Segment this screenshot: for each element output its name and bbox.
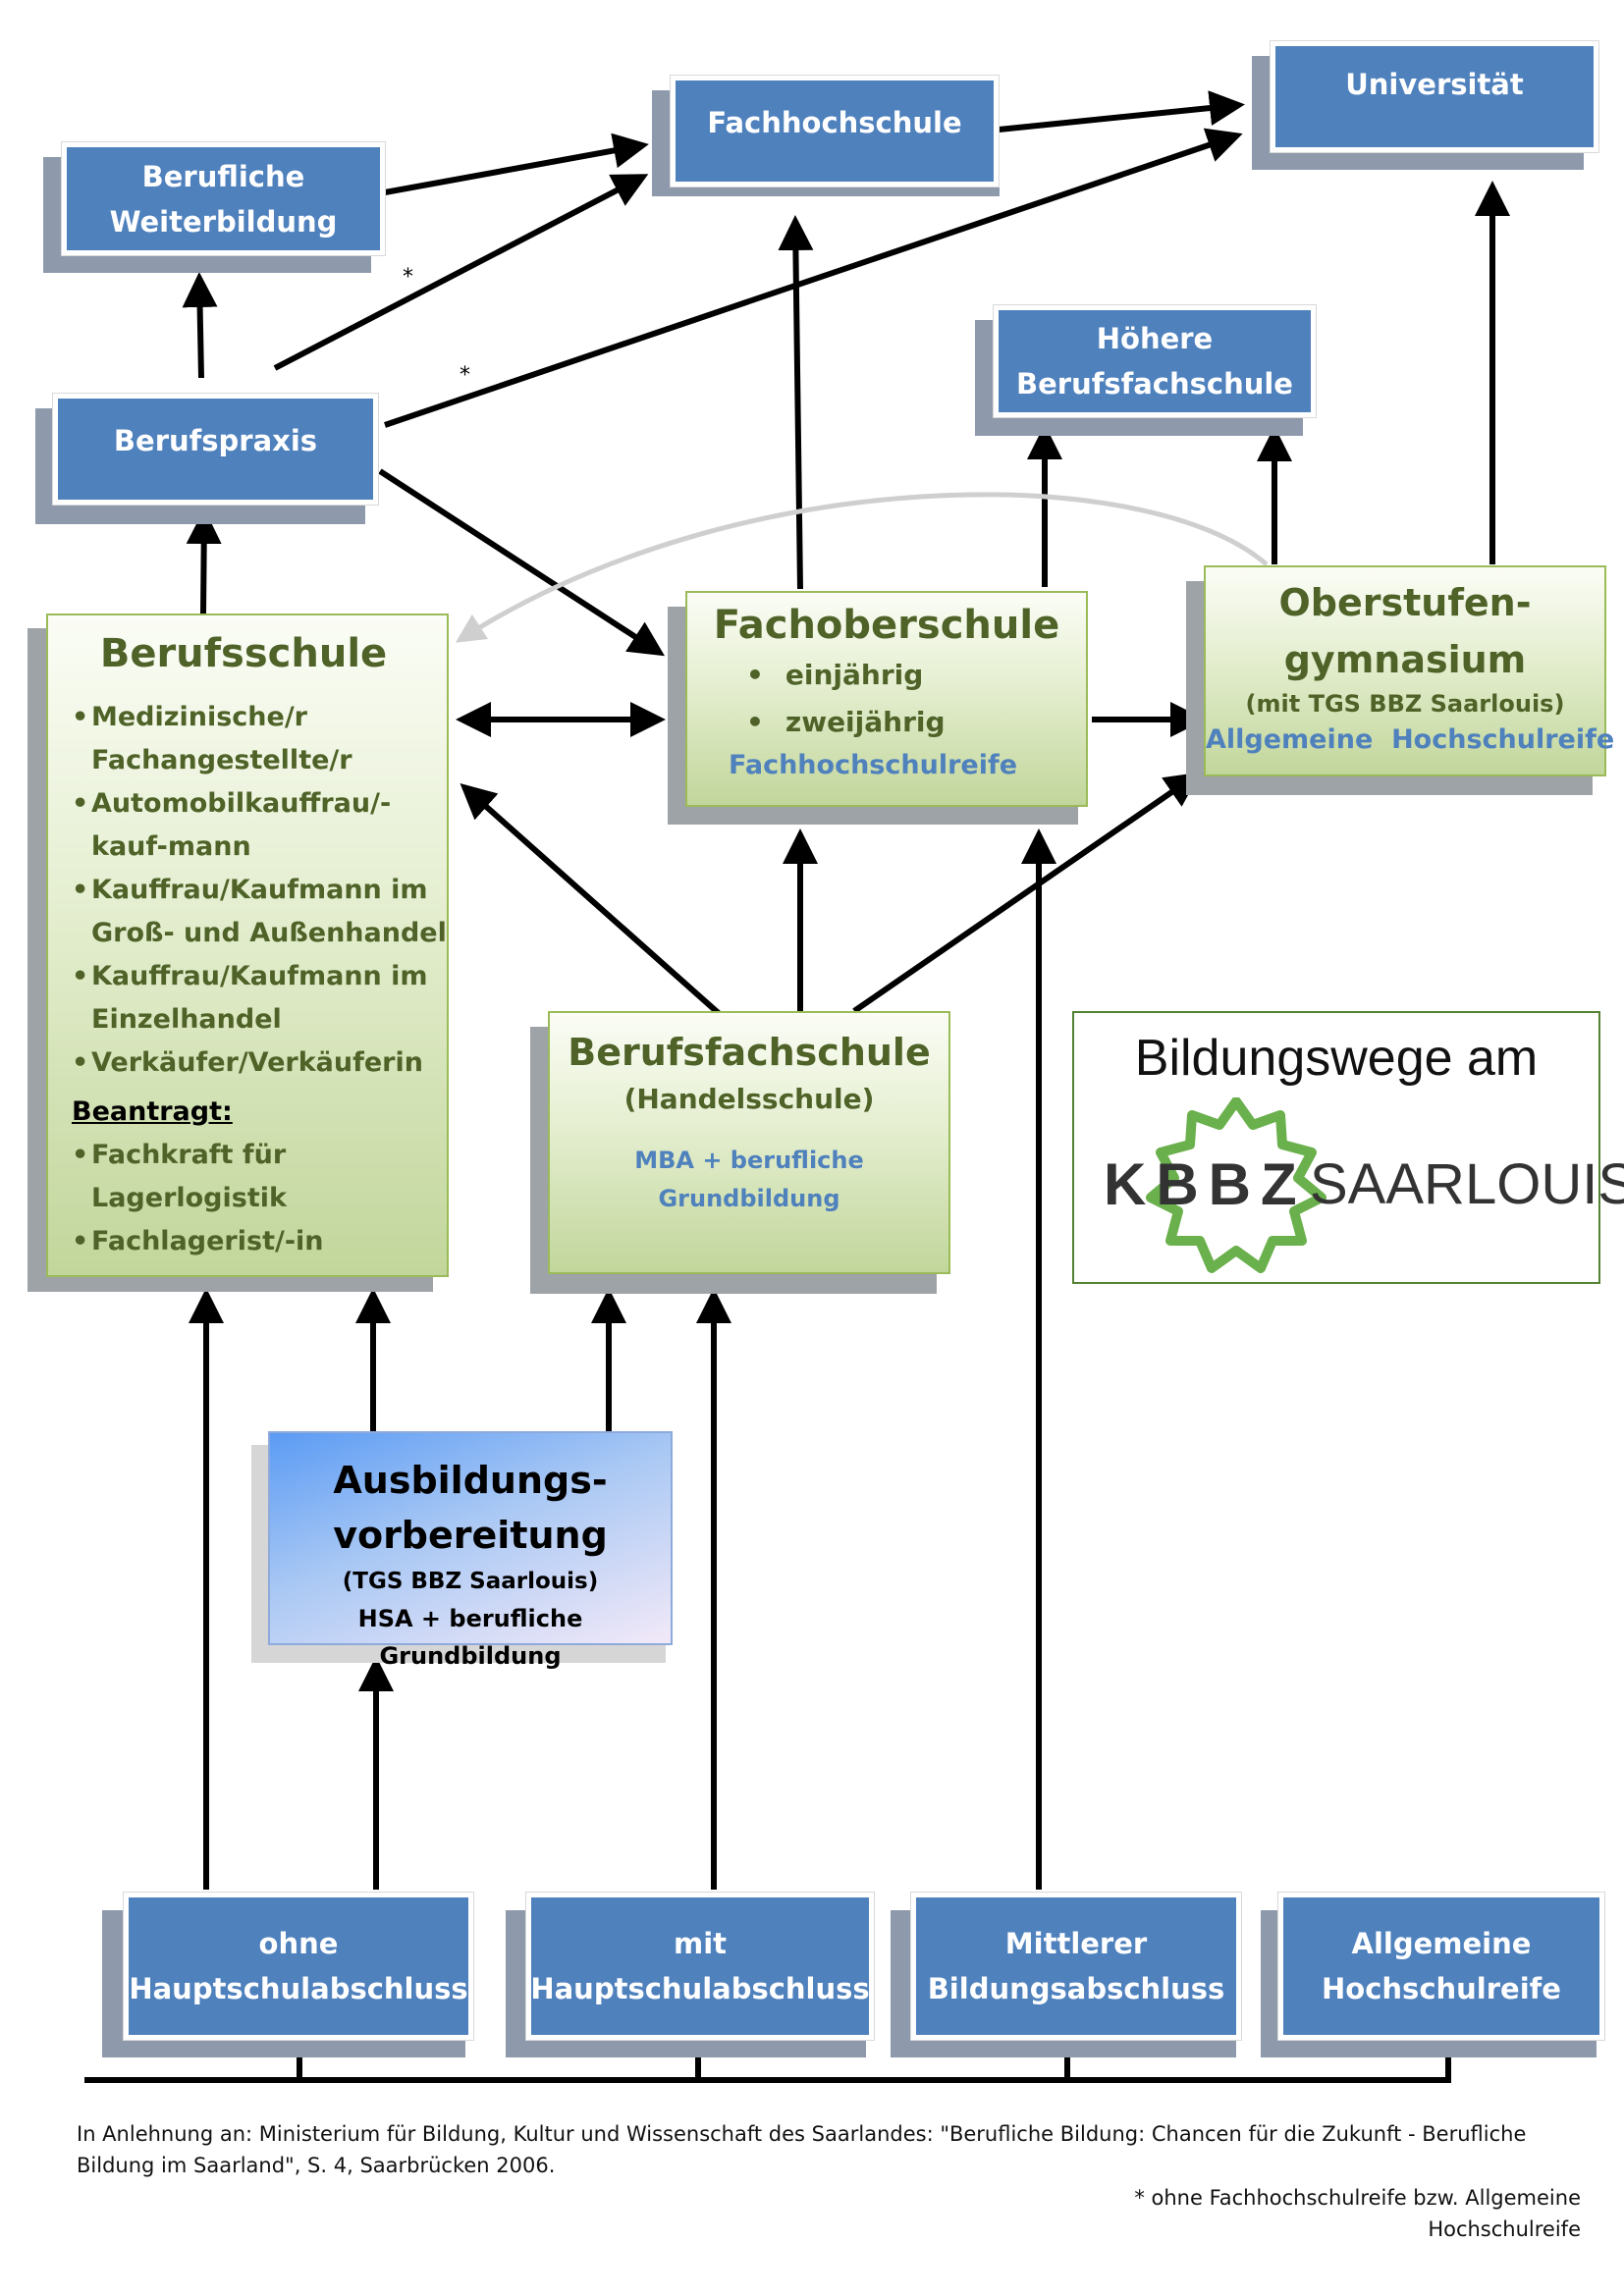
allgemeine-line-2: Hochschulreife <box>1322 1972 1561 2005</box>
berufspraxis-label: Berufspraxis <box>113 424 318 457</box>
list-item: Kauffrau/Kaufmann im Groß- und Außenhand… <box>72 869 447 955</box>
berufsfachschule-abschluss-2: Grundbildung <box>658 1185 840 1212</box>
ohne-line-2: Hauptschulabschluss <box>129 1972 468 2005</box>
arrow-weiterbildung-fachhochschule <box>384 133 649 195</box>
fachoberschule-item-2-label: zweijährig <box>785 706 946 738</box>
asterisk-1: * <box>403 265 413 290</box>
arrow-berufspraxis-fachoberschule <box>378 468 666 657</box>
list-item: Automobilkauffrau/-kauf-mann <box>72 782 447 869</box>
beantragt-label: Beantragt: <box>72 1096 233 1127</box>
berufsfachschule-sub: (Handelsschule) <box>623 1083 875 1115</box>
logo-letters: KBBZ <box>1104 1151 1307 1217</box>
hoehere-berufsfachschule-box: Höhere Berufsfachschule <box>994 305 1316 417</box>
allgemeine-line-1: Allgemeine <box>1351 1927 1532 1960</box>
source-citation: In Anlehnung an: Ministerium für Bildung… <box>77 2122 1527 2177</box>
arrow-curved-oberstufe-berufsschule <box>455 492 1269 643</box>
mittlerer-line-2: Bildungsabschluss <box>927 1972 1225 2005</box>
fachoberschule-item-1: • einjährig <box>746 652 1086 699</box>
asterisk-2: * <box>460 363 470 388</box>
arrow-berufspraxis-weiterbildung <box>182 272 218 379</box>
oberstufe-sub: (mit TGS BBZ Saarlouis) <box>1245 690 1565 718</box>
arrow-fachoberschule-fachhochschule <box>778 215 814 590</box>
bullet-icon: • <box>746 659 764 691</box>
arrow-bfs-berufsschule <box>460 783 724 1019</box>
asterisk-footnote: * ohne Fachhochschulreife bzw. Allgemein… <box>1134 2186 1581 2241</box>
mit-hauptschulabschluss-box: mit Hauptschulabschluss <box>526 1893 874 2040</box>
fachoberschule-box: Fachoberschule • einjährig • zweijährig Fa… <box>685 591 1088 807</box>
ausbildung-title-1: Ausbildungs- <box>333 1459 608 1502</box>
berufsfachschule-title: Berufsfachschule <box>568 1031 931 1074</box>
fachhochschule-box: Fachhochschule <box>671 76 999 187</box>
oberstufe-title-1: Oberstufen- <box>1278 581 1532 624</box>
ausbildung-abschluss: HSA + berufliche Grundbildung <box>357 1605 583 1670</box>
hoehere-bfs-line-1: Höhere <box>1096 322 1214 355</box>
berufsfachschule-box: Berufsfachschule (Handelsschule) MBA + b… <box>548 1011 950 1274</box>
mit-line-1: mit <box>673 1927 728 1960</box>
bullet-icon: • <box>746 706 764 738</box>
arrow-berufspraxis-universitaet <box>384 128 1243 428</box>
arrow-bfs-oberstufe <box>852 772 1201 1014</box>
berufliche-weiterbildung-box: Berufliche Weiterbildung <box>62 142 385 255</box>
kbbz-logo: Bildungswege am KBBZ SAARLOUIS <box>1072 1011 1624 1284</box>
fachoberschule-item-1-label: einjährig <box>785 659 924 691</box>
fachoberschule-item-2: • zweijährig <box>746 699 1086 746</box>
oberstufengymnasium-box: Oberstufen- gymnasium (mit TGS BBZ Saarl… <box>1204 565 1615 776</box>
arrow-berufspraxis-fachhochschule <box>273 174 649 371</box>
oberstufe-title-2: gymnasium <box>1283 638 1527 681</box>
list-item: Verkäufer/Verkäuferin <box>72 1041 447 1085</box>
universitaet-box: Universität <box>1271 41 1598 152</box>
fachhochschule-label: Fachhochschule <box>707 106 962 139</box>
weiterbildung-line-2: Weiterbildung <box>109 204 338 239</box>
ohne-hauptschulabschluss-box: ohne Hauptschulabschluss <box>124 1893 473 2040</box>
logo-city: SAARLOUIS <box>1310 1152 1624 1216</box>
ausbildungsvorbereitung-box: Ausbildungs- vorbereitung (TGS BBZ Saarl… <box>268 1431 673 1670</box>
logo-heading: Bildungswege am <box>1134 1030 1539 1087</box>
arrow-fachhochschule-universitaet <box>998 90 1245 133</box>
allgemeine-hochschulreife-box: Allgemeine Hochschulreife <box>1278 1893 1604 2040</box>
berufsschule-box: Berufsschule Medizinische/r Fachangestel… <box>46 614 449 1277</box>
list-item: Fachlagerist/-in <box>72 1220 447 1263</box>
kbbz-star-icon <box>1146 1097 1326 1273</box>
mit-line-2: Hauptschulabschluss <box>530 1972 870 2005</box>
universitaet-label: Universität <box>1345 68 1524 101</box>
ausbildung-sub: (TGS BBZ Saarlouis) <box>342 1569 599 1594</box>
beantragt-list: Fachkraft für Lagerlogistik Fachlagerist… <box>72 1134 447 1263</box>
ohne-line-1: ohne <box>258 1927 339 1960</box>
list-item: Medizinische/r Fachangestellte/r <box>72 696 447 782</box>
arrow-berufsschule-berufspraxis <box>186 508 222 614</box>
ausbildung-title-2: vorbereitung <box>333 1514 608 1557</box>
berufsschule-title: Berufsschule <box>99 631 388 676</box>
fachoberschule-abschluss: Fachhochschulreife <box>729 750 1018 780</box>
mittlerer-line-1: Mittlerer <box>1004 1927 1148 1960</box>
berufspraxis-box: Berufspraxis <box>53 394 378 505</box>
mittlerer-bildungsabschluss-box: Mittlerer Bildungsabschluss <box>911 1893 1241 2040</box>
berufsschule-list: Medizinische/r Fachangestellte/r Automob… <box>72 696 447 1085</box>
berufsfachschule-abschluss-1: MBA + berufliche <box>634 1147 864 1174</box>
list-item: Kauffrau/Kaufmann im Einzelhandel <box>72 955 447 1041</box>
fachoberschule-title: Fachoberschule <box>713 603 1060 648</box>
list-item: Fachkraft für Lagerlogistik <box>72 1134 447 1220</box>
oberstufe-abschluss: Allgemeine Hochschulreife <box>1206 724 1615 755</box>
weiterbildung-line-1: Berufliche <box>141 159 305 193</box>
hoehere-bfs-line-2: Berufsfachschule <box>1016 367 1293 400</box>
